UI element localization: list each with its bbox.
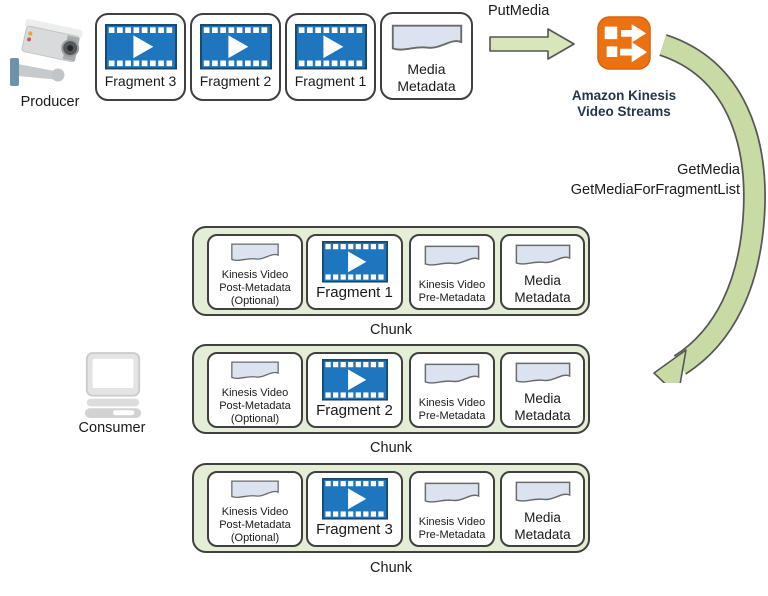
document-icon [391, 24, 463, 57]
document-icon [515, 362, 571, 387]
consumer-label: Consumer [78, 420, 146, 436]
film-fragment-icon [322, 359, 388, 401]
film-fragment-icon [200, 24, 272, 70]
pre-metadata-box: Kinesis Video Pre-Metadata [409, 352, 495, 428]
fragment-box: Fragment 2 [306, 352, 403, 428]
media-metadata-box: Media Metadata [500, 234, 585, 310]
kinesis-service-label: Amazon Kinesis Video Streams [571, 88, 677, 119]
media-metadata-line1: Media [407, 60, 446, 77]
document-icon [226, 361, 284, 383]
chunk-caption: Chunk [370, 440, 412, 456]
post-metadata-box: Kinesis Video Post-Metadata (Optional) [207, 234, 303, 310]
fragment-3-node: Fragment 3 [95, 13, 186, 101]
document-icon [424, 482, 480, 507]
fragment-label: Fragment 2 [316, 401, 393, 419]
chunk-3: Kinesis Video Post-Metadata (Optional) F… [192, 463, 590, 553]
chunk-2: Kinesis Video Post-Metadata (Optional) F… [192, 344, 590, 434]
post-metadata-box: Kinesis Video Post-Metadata (Optional) [207, 352, 303, 428]
fragment-label: Fragment 1 [316, 283, 393, 301]
fragment-label: Fragment 3 [104, 72, 177, 89]
chunk-caption: Chunk [370, 560, 412, 576]
document-icon [226, 480, 284, 502]
fragment-label: Fragment 1 [294, 72, 367, 89]
media-metadata-node: Media Metadata [380, 12, 473, 100]
media-metadata-line2: Metadata [397, 77, 456, 94]
fragment-box: Fragment 3 [306, 471, 403, 547]
media-metadata-box: Media Metadata [500, 352, 585, 428]
media-metadata-box: Media Metadata [500, 471, 585, 547]
film-fragment-icon [295, 24, 367, 70]
film-fragment-icon [322, 478, 388, 520]
film-fragment-icon [105, 24, 177, 70]
pre-metadata-box: Kinesis Video Pre-Metadata [409, 234, 495, 310]
document-icon [424, 363, 480, 388]
document-icon [515, 244, 571, 269]
fragment-1-node: Fragment 1 [285, 13, 376, 101]
document-icon [424, 245, 480, 270]
fragment-label: Fragment 2 [199, 72, 272, 89]
document-icon [226, 243, 284, 265]
fragment-label: Fragment 3 [316, 520, 393, 538]
block-arrow-right-icon [489, 28, 575, 60]
getmedia-label: GetMedia GetMediaForFragmentList [570, 162, 740, 198]
pre-metadata-box: Kinesis Video Pre-Metadata [409, 471, 495, 547]
putmedia-label: PutMedia [488, 3, 550, 19]
film-fragment-icon [322, 241, 388, 283]
curved-arrow-icon [653, 34, 766, 383]
fragment-box: Fragment 1 [306, 234, 403, 310]
fragment-2-node: Fragment 2 [190, 13, 281, 101]
producer-label: Producer [20, 94, 80, 110]
chunk-caption: Chunk [370, 322, 412, 338]
kinesis-video-streams-icon [597, 16, 651, 70]
video-camera-icon [10, 18, 83, 86]
chunk-1: Kinesis Video Post-Metadata (Optional) F… [192, 226, 590, 316]
post-metadata-box: Kinesis Video Post-Metadata (Optional) [207, 471, 303, 547]
laptop-icon [84, 352, 142, 418]
document-icon [515, 481, 571, 506]
